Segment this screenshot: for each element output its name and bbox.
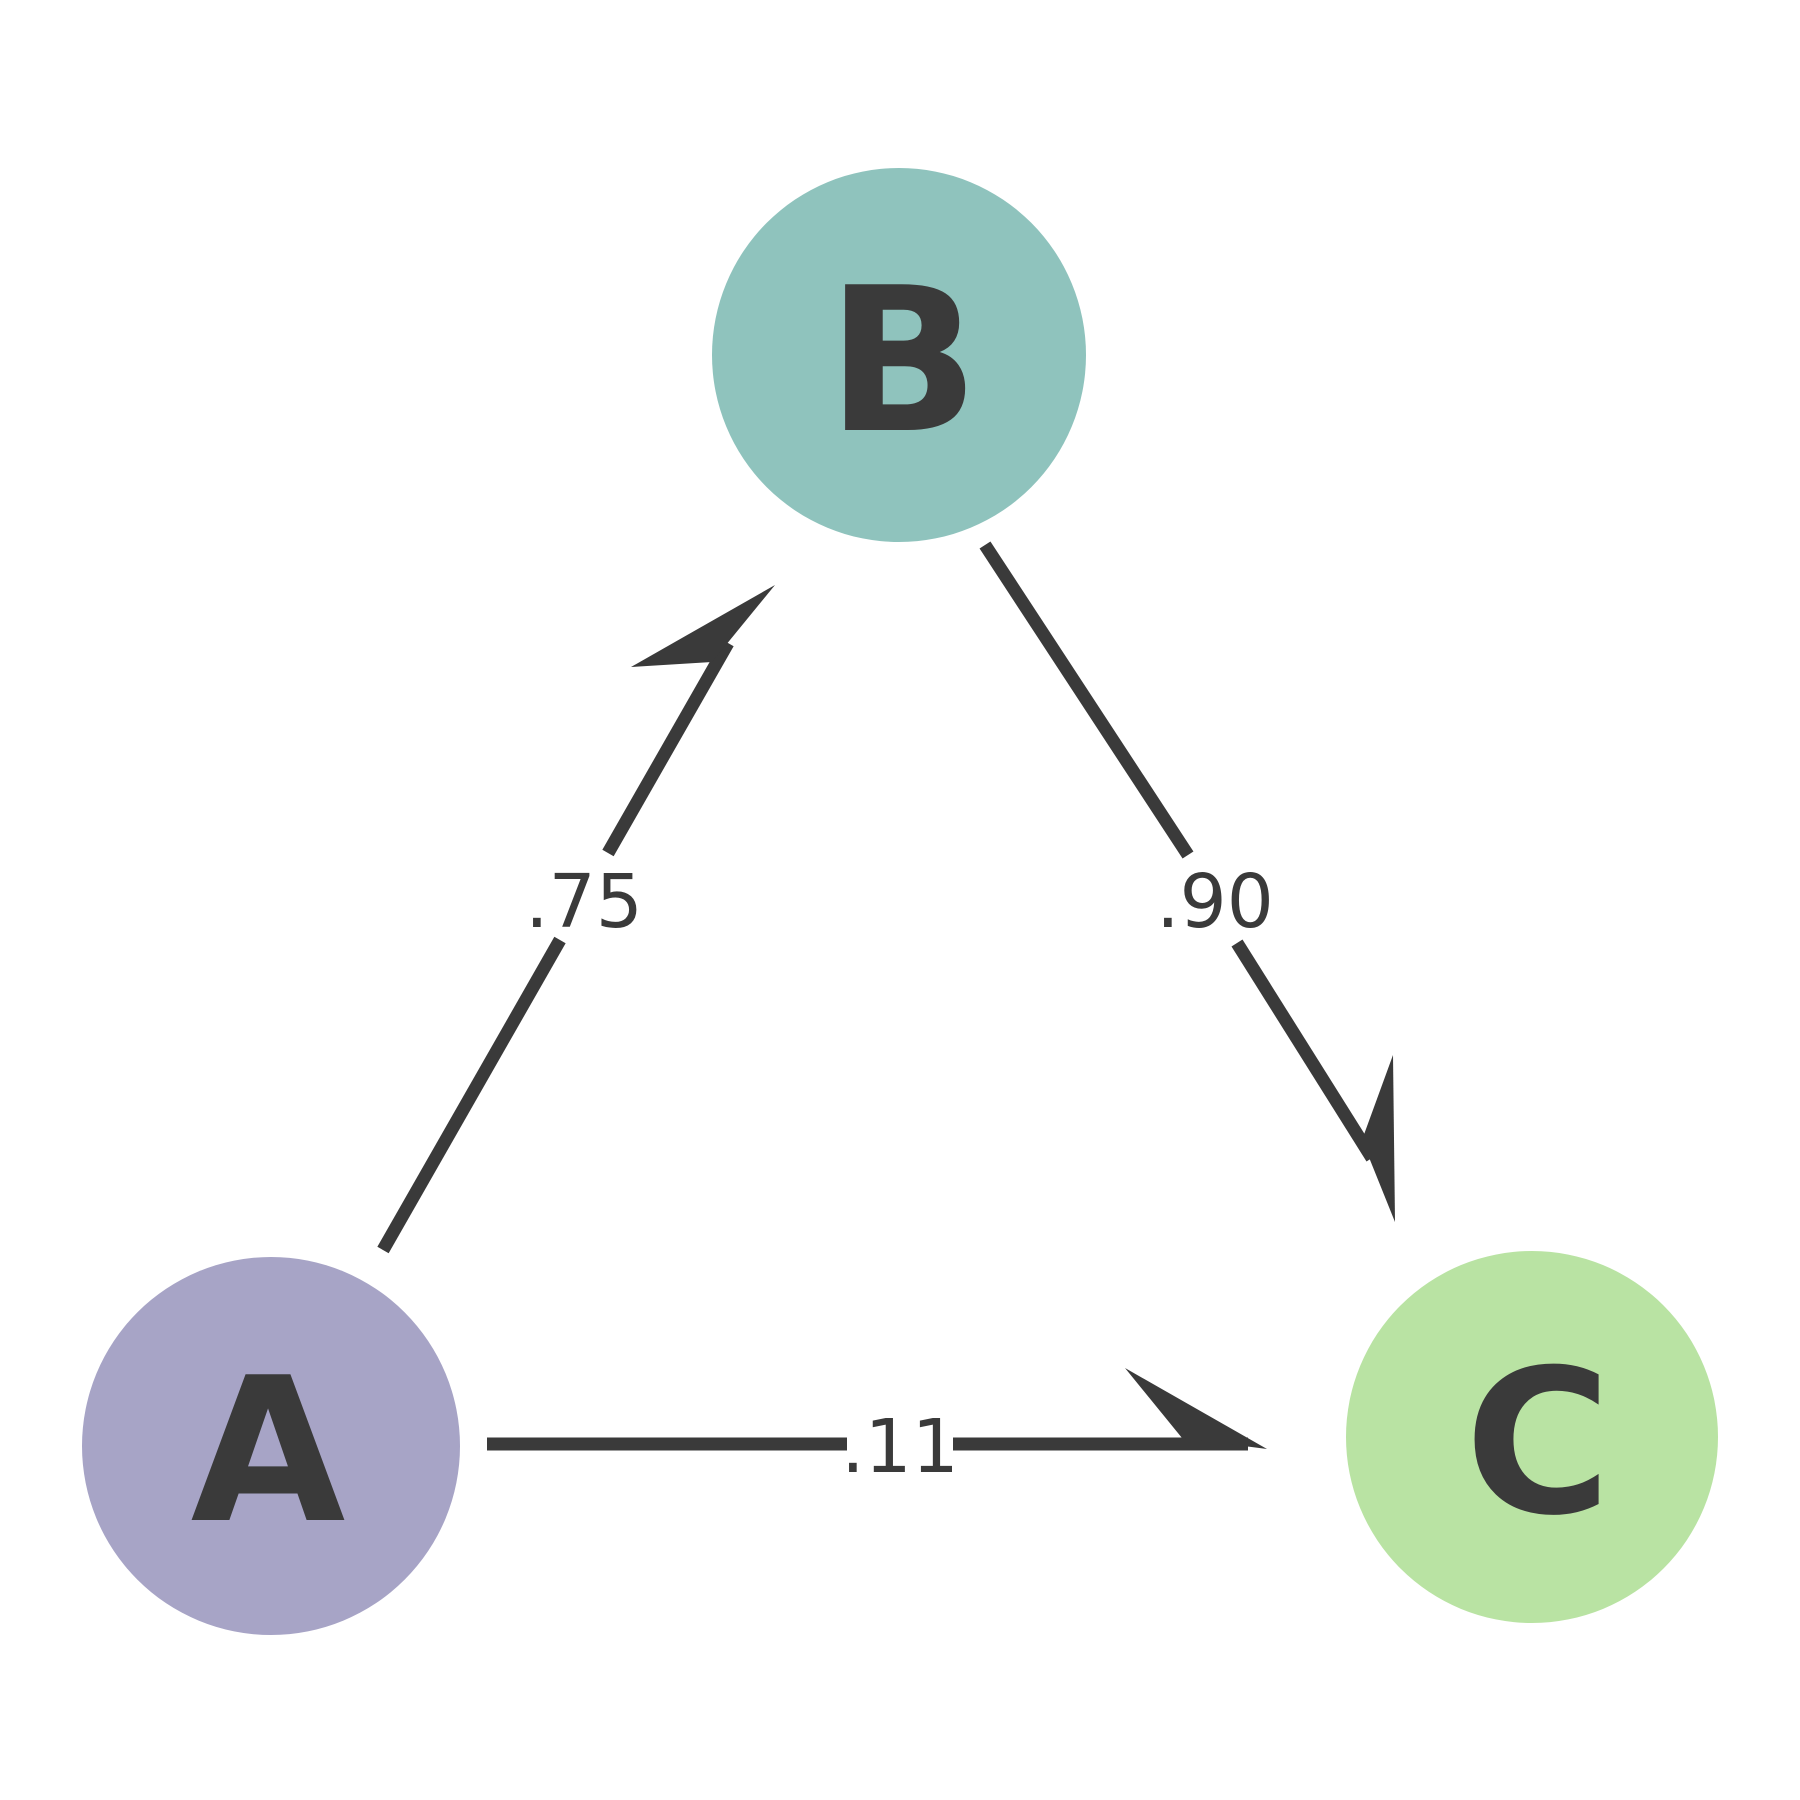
edge-a-to-b-arrowhead-icon [631,585,775,667]
node-c: C [1346,1251,1718,1623]
node-b: B [712,168,1086,542]
edge-b-to-c-shaft-upper [979,541,1194,859]
edge-a-to-b-shaft-lower [377,936,566,1254]
edge-b-to-c: .90 [979,541,1395,1222]
edge-a-to-c-arrowhead-icon [1125,1368,1267,1449]
edge-a-to-c: .11 [487,1368,1267,1490]
edge-a-to-b-shaft-upper [602,639,734,857]
edge-a-to-b-weight-label: .75 [525,859,643,945]
edge-b-to-c-shaft-lower [1231,939,1378,1162]
edge-b-to-c-arrowhead-icon [1362,1055,1395,1222]
edge-a-to-c-weight-label: .11 [841,1404,959,1490]
node-c-circle [1346,1251,1718,1623]
node-a-circle [82,1257,460,1635]
node-a-label: A [191,1335,346,1568]
node-c-label: C [1465,1327,1612,1560]
edge-a-to-b: .75 [377,585,775,1254]
node-b-circle [712,168,1086,542]
node-b-label: B [827,245,979,478]
edge-b-to-c-weight-label: .90 [1156,859,1274,945]
node-a: A [82,1257,460,1635]
